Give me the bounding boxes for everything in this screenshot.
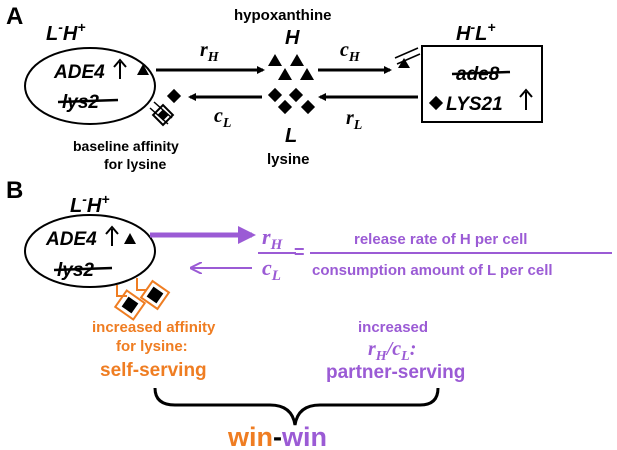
left-cell — [24, 47, 156, 125]
right-gene-lys21: LYS21 — [446, 94, 503, 115]
left-strain-label: L-H+ — [46, 19, 86, 45]
def-numerator: release rate of H per cell — [354, 231, 527, 248]
right-receptor-icon — [394, 47, 421, 65]
curly-brace — [153, 387, 440, 426]
ratio-line1: increased — [358, 319, 428, 336]
right-strain-label: H-L+ — [456, 19, 496, 45]
right-up-arrow-icon — [519, 88, 533, 110]
b-triangle-icon — [124, 233, 136, 244]
fraction-denominator: cL — [262, 255, 281, 284]
left-gene-ade4: ADE4 — [53, 62, 105, 83]
b-gene-ade4: ADE4 — [45, 229, 97, 250]
label-cH: cH — [340, 39, 361, 65]
affinity-line1: increased affinity — [92, 319, 216, 336]
baseline-line2: for lysine — [104, 156, 166, 172]
right-diamond-icon — [428, 95, 444, 111]
up-arrow-icon — [113, 58, 127, 79]
L-label: L — [285, 125, 297, 147]
strike-line — [57, 98, 119, 104]
b-cell — [24, 214, 156, 288]
def-denominator: consumption amount of L per cell — [312, 262, 553, 279]
orange-receptors-icon — [113, 278, 171, 321]
lysine-label: lysine — [267, 151, 310, 168]
right-gene-ade8: ade8 — [456, 64, 500, 85]
diamond-icon — [166, 88, 182, 104]
label-rH: rH — [200, 39, 220, 65]
hypoxanthine-triangles — [268, 54, 314, 80]
panel-a-label: A — [6, 3, 23, 30]
b-strain-label: L-H+ — [70, 191, 110, 217]
ratio-line2: rH/cL: — [368, 338, 416, 364]
panel-b-label: B — [6, 177, 23, 204]
affinity-line2: for lysine: — [116, 338, 188, 355]
left-gene-lys2: lys2 — [62, 92, 99, 113]
label-rL: rL — [346, 107, 362, 133]
baseline-line1: baseline affinity — [73, 138, 179, 154]
receptor-diamond-icon — [157, 109, 169, 121]
right-cell — [421, 45, 543, 123]
strike-line-right — [451, 70, 511, 76]
receptor-square-icon — [151, 103, 175, 127]
right-receptor-triangle-icon — [398, 58, 410, 68]
H-label: H — [285, 27, 300, 49]
lysine-diamonds — [267, 87, 316, 115]
triangle-icon — [137, 64, 149, 75]
label-cL: cL — [214, 105, 231, 131]
win-win-label: win-win — [227, 422, 327, 450]
fraction-numerator: rH — [262, 224, 284, 253]
equals-sign: = — [294, 242, 305, 262]
b-strike-line — [53, 266, 113, 272]
ratio-line3: partner-serving — [326, 362, 465, 383]
hypoxanthine-label: hypoxanthine — [234, 7, 332, 24]
b-up-arrow-icon — [105, 225, 119, 246]
affinity-line3: self-serving — [100, 360, 207, 381]
